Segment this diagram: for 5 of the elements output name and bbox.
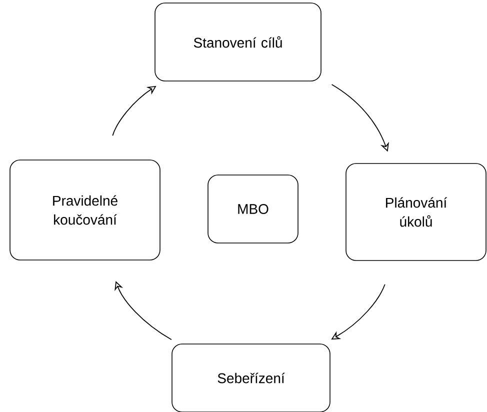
process-box: MBO [208, 174, 298, 244]
process-box: Stanovení cílů [154, 2, 322, 82]
process-box: Plánování úkolů [346, 163, 486, 261]
process-box: Sebeřízení [172, 344, 330, 412]
process-box: Pravidelné koučování [10, 160, 160, 260]
